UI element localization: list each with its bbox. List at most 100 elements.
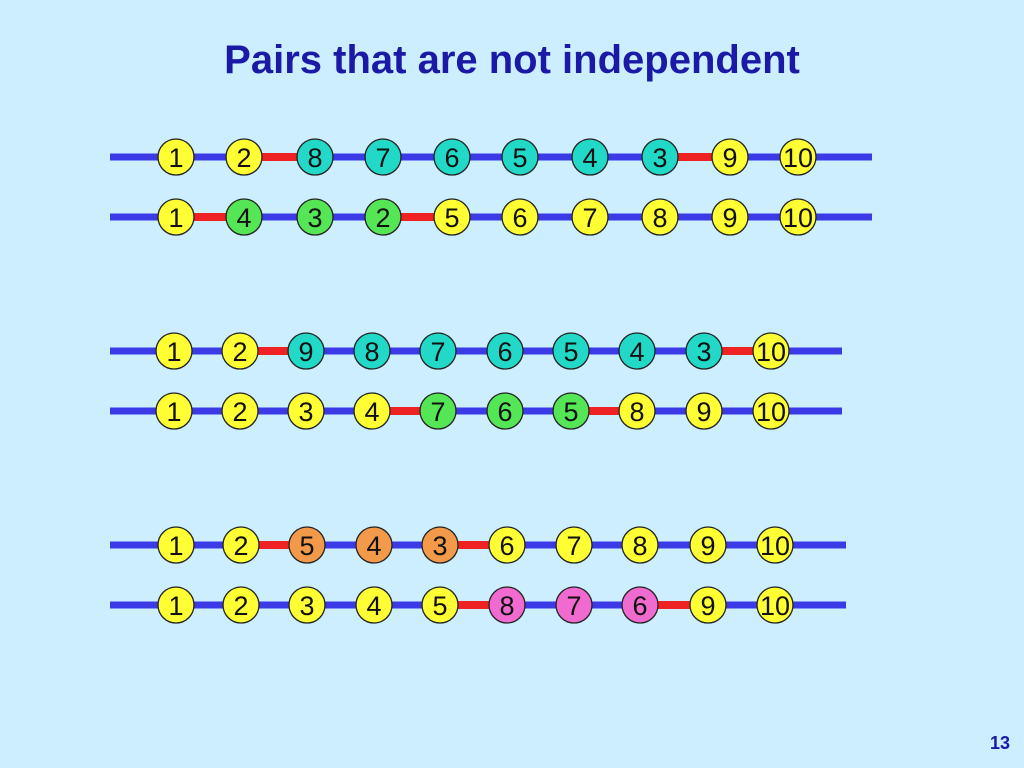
city-node: 4 [571, 138, 609, 176]
city-node-circle [433, 138, 471, 176]
city-node-circle [756, 586, 794, 624]
city-node-circle [711, 138, 749, 176]
city-node-label: 2 [232, 337, 247, 367]
city-node-circle [287, 392, 325, 430]
city-node-label: 4 [364, 397, 379, 427]
city-node-label: 7 [430, 397, 445, 427]
city-node-circle [222, 586, 260, 624]
city-node-circle [488, 586, 526, 624]
city-node: 1 [157, 526, 195, 564]
city-node-circle [155, 332, 193, 370]
city-node-circle [621, 526, 659, 564]
city-node: 1 [157, 138, 195, 176]
city-node-label: 2 [236, 143, 251, 173]
city-node: 10 [752, 332, 790, 370]
city-node: 9 [287, 332, 325, 370]
city-node-label: 10 [756, 337, 786, 367]
city-node-label: 10 [783, 143, 813, 173]
city-node: 8 [488, 586, 526, 624]
city-node: 10 [756, 586, 794, 624]
city-node-label: 9 [700, 591, 715, 621]
city-node: 7 [364, 138, 402, 176]
city-node-circle [685, 332, 723, 370]
city-node: 8 [641, 198, 679, 236]
city-node-circle [355, 586, 393, 624]
city-node-label: 10 [760, 531, 790, 561]
city-node-circle [621, 586, 659, 624]
city-node: 3 [288, 586, 326, 624]
city-node: 7 [555, 586, 593, 624]
city-node-label: 4 [629, 337, 644, 367]
city-node-label: 6 [512, 203, 527, 233]
page-number: 13 [989, 733, 1010, 753]
city-node-circle [288, 586, 326, 624]
city-node: 5 [501, 138, 539, 176]
city-node: 3 [287, 392, 325, 430]
city-node-circle [296, 138, 334, 176]
city-node-circle [353, 392, 391, 430]
city-node-label: 1 [168, 143, 183, 173]
city-node: 3 [641, 138, 679, 176]
city-node-label: 2 [375, 203, 390, 233]
city-node: 6 [501, 198, 539, 236]
city-node-label: 8 [652, 203, 667, 233]
city-node-circle [486, 392, 524, 430]
city-node-circle [486, 332, 524, 370]
city-node: 8 [296, 138, 334, 176]
city-node-circle [353, 332, 391, 370]
city-node-circle [355, 526, 393, 564]
city-node-label: 3 [307, 203, 322, 233]
city-node: 9 [711, 198, 749, 236]
city-node-label: 2 [232, 397, 247, 427]
city-node-label: 7 [430, 337, 445, 367]
city-node-label: 6 [497, 337, 512, 367]
city-node-label: 7 [582, 203, 597, 233]
city-node: 8 [353, 332, 391, 370]
city-node-label: 5 [512, 143, 527, 173]
city-node-circle [155, 392, 193, 430]
city-node-circle [288, 526, 326, 564]
city-node-circle [685, 392, 723, 430]
city-node-circle [689, 526, 727, 564]
city-node-circle [419, 392, 457, 430]
city-node-label: 8 [629, 397, 644, 427]
city-node-circle [287, 332, 325, 370]
city-node-circle [571, 138, 609, 176]
city-node-label: 2 [233, 531, 248, 561]
city-node-circle [364, 198, 402, 236]
city-node-label: 5 [444, 203, 459, 233]
city-node: 6 [486, 332, 524, 370]
city-node: 8 [621, 526, 659, 564]
city-node-circle [779, 198, 817, 236]
city-node-circle [618, 392, 656, 430]
city-node-circle [157, 198, 195, 236]
city-node-circle [157, 586, 195, 624]
city-node: 10 [756, 526, 794, 564]
city-node-label: 7 [566, 591, 581, 621]
city-node-label: 9 [722, 143, 737, 173]
city-node-label: 1 [166, 337, 181, 367]
city-node: 7 [571, 198, 609, 236]
city-node-label: 8 [307, 143, 322, 173]
city-node-circle [689, 586, 727, 624]
city-node: 2 [222, 526, 260, 564]
city-node-circle [225, 198, 263, 236]
city-node: 7 [555, 526, 593, 564]
city-node-label: 10 [760, 591, 790, 621]
city-node: 3 [296, 198, 334, 236]
city-node-label: 1 [168, 203, 183, 233]
city-node-circle [571, 198, 609, 236]
city-node-label: 1 [168, 591, 183, 621]
slide-title: Pairs that are not independent [224, 38, 800, 82]
city-node-circle [421, 586, 459, 624]
city-node: 9 [689, 586, 727, 624]
city-node-label: 9 [298, 337, 313, 367]
city-node-label: 7 [375, 143, 390, 173]
city-node: 6 [433, 138, 471, 176]
city-node-circle [222, 526, 260, 564]
city-node: 2 [364, 198, 402, 236]
city-node-circle [221, 392, 259, 430]
city-node-circle [221, 332, 259, 370]
